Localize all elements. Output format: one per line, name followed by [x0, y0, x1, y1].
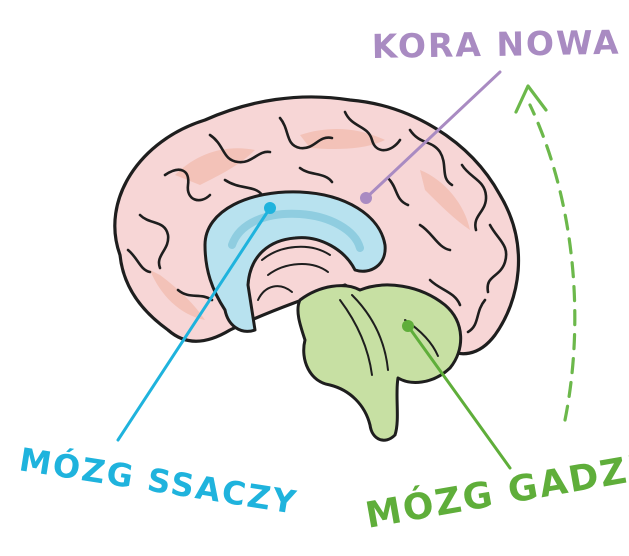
- mammal-label: MÓZG SSACZY: [17, 439, 301, 521]
- limbic-lines: [257, 245, 331, 301]
- mammal-pointer: [116, 206, 272, 442]
- reptilian-region: [296, 283, 463, 442]
- limbic-inner: [228, 209, 364, 252]
- reptile-pointer: [406, 324, 512, 470]
- arrow-head-icon: [514, 84, 548, 114]
- neocortex-label: KORA NOWA: [371, 23, 620, 66]
- mammal-dot: [264, 202, 276, 214]
- evolution-arrow: [528, 103, 577, 422]
- cortex-shading: [150, 128, 470, 320]
- neocortex-pointer: [364, 70, 502, 200]
- reptile-dot: [402, 320, 414, 332]
- neocortex-dot: [360, 192, 372, 204]
- reptile-label: MÓZG GADZI: [362, 447, 629, 537]
